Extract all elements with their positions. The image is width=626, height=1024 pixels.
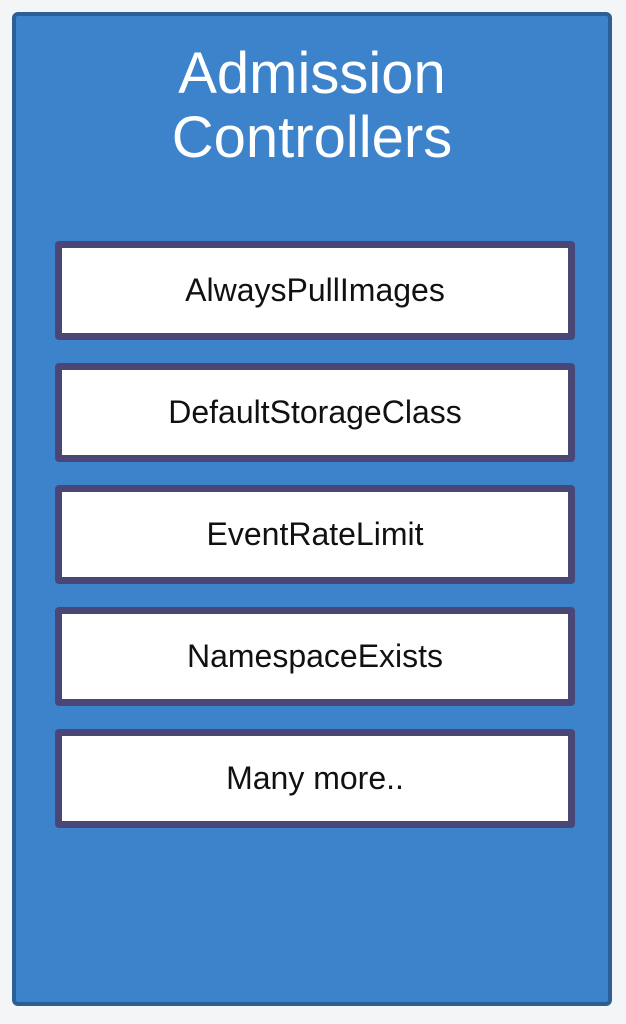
admission-controllers-panel: Admission Controllers AlwaysPullImages D… <box>12 12 612 1006</box>
panel-title-line-1: Admission <box>178 41 446 106</box>
controller-item-many-more: Many more.. <box>55 729 575 828</box>
panel-title-line-2: Controllers <box>171 105 453 170</box>
controller-item-always-pull-images: AlwaysPullImages <box>55 241 575 340</box>
controller-item-default-storage-class: DefaultStorageClass <box>55 363 575 462</box>
controller-item-event-rate-limit: EventRateLimit <box>55 485 575 584</box>
admission-controller-list: AlwaysPullImages DefaultStorageClass Eve… <box>55 241 575 851</box>
controller-item-namespace-exists: NamespaceExists <box>55 607 575 706</box>
panel-title: Admission Controllers <box>16 42 608 170</box>
